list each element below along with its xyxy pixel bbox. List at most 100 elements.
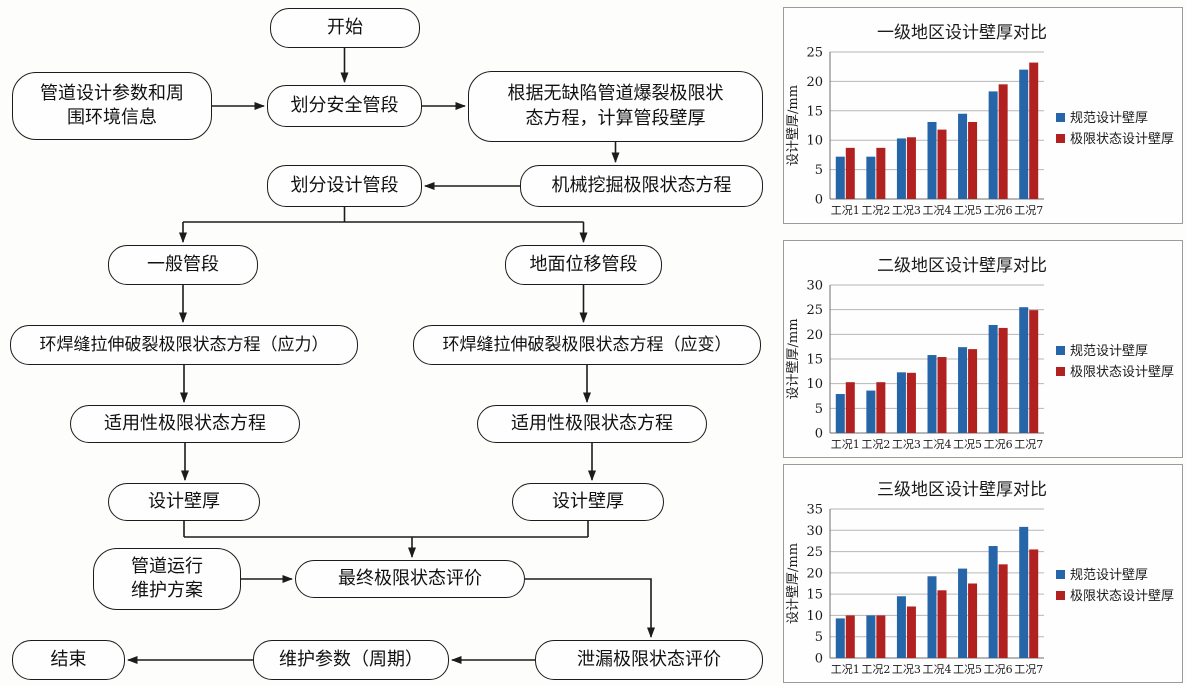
x-category-label: 工况2 [861,204,890,217]
y-tick-label: 25 [806,46,823,61]
x-category-label: 工况6 [984,663,1013,676]
y-tick-label: 35 [806,503,823,518]
y-tick-label: 0 [815,427,823,442]
x-category-label: 工况7 [1014,204,1043,217]
y-tick-label: 0 [815,193,823,208]
y-tick-label: 10 [806,377,823,392]
flow-node-excavation: 机械挖掘极限状态方程 [520,165,763,207]
flow-node-label: 适用性极限状态方程 [511,412,673,434]
bar-red [876,615,886,658]
bar-blue [927,121,937,199]
bar-red [876,147,886,199]
bar-blue [988,91,998,199]
y-axis-title: 设计壁厚/mm [786,543,801,624]
y-tick-label: 30 [806,279,823,294]
bar-blue [835,394,845,433]
bar-blue [958,113,968,199]
flow-node-label: 地面位移管段 [529,253,638,275]
flow-node-label: 泄漏极限状态评价 [577,648,721,670]
legend-label: 极限状态设计壁厚 [1070,132,1174,147]
flow-node-final-evaluation: 最终极限状态评价 [295,560,525,598]
flow-node-divide-safe: 划分安全管段 [267,85,422,127]
bar-blue [866,390,876,433]
x-category-label: 工况3 [892,438,921,451]
y-tick-label: 10 [806,609,823,624]
legend-label: 规范设计壁厚 [1070,344,1148,359]
legend-label: 规范设计壁厚 [1070,111,1148,126]
bar-blue [958,347,968,433]
y-tick-label: 20 [806,566,823,581]
flow-node-label: 最终极限状态评价 [338,567,482,589]
bar-red [998,327,1008,433]
flow-node-label: 划分设计管段 [290,174,399,196]
flow-node-label: 开始 [327,16,363,38]
flow-node-maintenance-params: 维护参数（周期） [253,640,449,680]
bar-blue [835,618,845,658]
flow-node-start: 开始 [270,8,420,48]
x-category-label: 工况3 [892,204,921,217]
bar-red [968,121,978,199]
flow-node-label: 管道设计参数和周围环境信息 [40,82,184,128]
y-tick-label: 0 [815,652,823,667]
flow-node-label: 环焊缝拉伸破裂极限状态方程（应力） [39,334,329,355]
legend-swatch [1056,134,1065,143]
flow-node-label: 维护参数（周期） [279,648,423,670]
flowchart-edges [127,48,655,664]
flow-node-label: 一般管段 [147,253,219,275]
flow-node-end: 结束 [12,640,125,680]
bar-red [876,382,886,433]
y-tick-label: 10 [806,134,823,149]
x-category-label: 工况2 [861,663,890,676]
flow-node-input-info: 管道设计参数和周围环境信息 [12,72,212,140]
legend-swatch [1056,346,1065,355]
x-category-label: 工况5 [953,663,982,676]
x-category-label: 工况1 [831,663,860,676]
bar-red [845,615,855,658]
y-tick-label: 5 [815,402,823,417]
y-tick-label: 5 [815,630,823,645]
bar-blue [927,355,937,433]
bar-blue [896,596,906,658]
flow-node-label: 结束 [50,648,87,670]
bar-blue [988,324,998,433]
x-category-label: 工况7 [1014,663,1043,676]
flow-node-label: 设计壁厚 [552,490,624,512]
bar-red [998,564,1008,658]
flow-node-burst-equation: 根据无缺陷管道爆裂极限状态方程，计算管段壁厚 [468,71,763,142]
chart-title: 二级地区设计壁厚对比 [877,256,1047,276]
flow-node-serviceability-left: 适用性极限状态方程 [70,405,300,443]
bar-blue [1019,526,1029,658]
flow-node-label: 适用性极限状态方程 [104,412,266,434]
bar-blue [896,372,906,433]
bar-blue [1019,69,1029,199]
y-tick-label: 25 [806,545,823,560]
flow-node-label: 设计壁厚 [148,490,220,512]
flow-node-maintenance-plan: 管道运行维护方案 [93,548,241,610]
bar-red [998,84,1008,199]
flow-node-leak-evaluation: 泄漏极限状态评价 [535,640,763,680]
bar-blue [958,568,968,658]
bar-red [968,349,978,433]
x-category-label: 工况4 [923,663,952,676]
bar-blue [835,156,845,199]
x-category-label: 工况1 [831,438,860,451]
y-axis-title: 设计壁厚/mm [786,85,801,166]
flow-node-label: 根据无缺陷管道爆裂极限状态方程，计算管段壁厚 [507,83,724,129]
bar-blue [866,156,876,199]
flow-node-label: 管道运行维护方案 [131,555,203,601]
flow-node-wall-thickness-right: 设计壁厚 [512,483,664,521]
x-category-label: 工况6 [984,204,1013,217]
bar-red [906,137,916,199]
flow-node-divide-design: 划分设计管段 [267,165,422,207]
bar-blue [896,138,906,199]
flow-node-label: 环焊缝拉伸破裂极限状态方程（应变） [442,334,732,355]
x-category-label: 工况5 [953,204,982,217]
x-category-label: 工况4 [923,438,952,451]
flow-node-displacement-segment: 地面位移管段 [505,245,662,285]
bar-red [937,357,947,433]
legend-label: 规范设计壁厚 [1070,568,1148,583]
